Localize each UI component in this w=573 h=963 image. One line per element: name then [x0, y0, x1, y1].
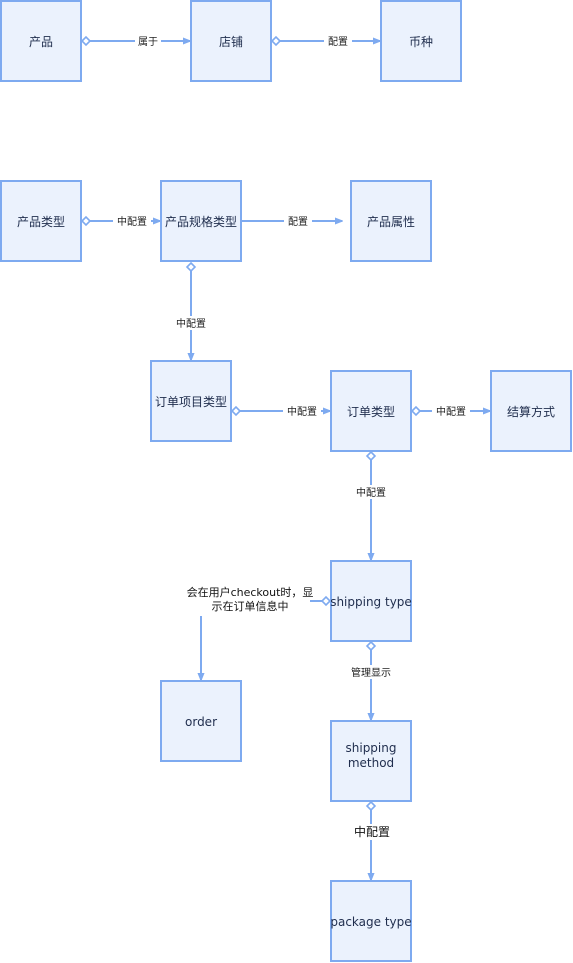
edge-product-shop: 属于 — [80, 34, 190, 48]
node-shop: 店铺 — [190, 0, 272, 82]
node-label: 订单项目类型 — [155, 395, 227, 409]
edge-shipping-order: 会在用户checkout时，显示在订单信息中 — [186, 586, 332, 680]
edge-label-item-order-type: 中配置 — [287, 405, 317, 418]
diamond-marker — [80, 35, 92, 47]
node-label: 产品类型 — [17, 215, 65, 229]
edge-spec-attribute: 配置 — [240, 214, 342, 228]
node-label: 产品属性 — [367, 215, 415, 229]
node-label: 结算方式 — [507, 404, 555, 419]
edge-order-item-order-type: 中配置 — [230, 404, 330, 418]
node-label: shipping method — [345, 741, 397, 770]
node-label: 产品 — [29, 35, 53, 49]
edge-label-method-package: 中配置 — [354, 824, 390, 839]
edge-label-product-shop: 属于 — [138, 36, 158, 48]
edge-product-type-spec: 中配置 — [80, 214, 160, 228]
node-product-attribute: 产品属性 — [350, 180, 432, 262]
edge-order-type-shipping: 中配置 — [352, 450, 390, 560]
node-order: order — [160, 680, 242, 762]
edge-label-order-settlement: 中配置 — [436, 405, 466, 418]
diamond-marker — [230, 405, 242, 417]
node-product-type: 产品类型 — [0, 180, 82, 262]
node-order-item-type: 订单项目类型 — [150, 360, 232, 442]
node-product-spec-type: 产品规格类型 — [160, 180, 242, 262]
diamond-marker — [365, 800, 377, 812]
edge-order-type-settlement: 中配置 — [410, 404, 490, 418]
edge-spec-order-item: 中配置 — [172, 261, 210, 360]
edge-label-spec-order-item: 中配置 — [176, 317, 206, 330]
node-product: 产品 — [0, 0, 82, 82]
edge-label-type-spec: 中配置 — [117, 215, 147, 228]
edge-label-shop-currency: 配置 — [328, 36, 348, 48]
node-order-type: 订单类型 — [330, 370, 412, 452]
edge-shop-currency: 配置 — [270, 34, 380, 48]
edge-method-package: 中配置 — [354, 800, 390, 880]
diamond-marker — [185, 261, 197, 273]
node-label: package type — [330, 915, 411, 929]
edge-label-shipping-method: 管理显示 — [351, 666, 391, 679]
node-label: shipping type — [330, 595, 412, 609]
diamond-marker — [365, 450, 377, 462]
edge-label-order-shipping: 中配置 — [356, 486, 386, 499]
node-label: order — [185, 715, 217, 729]
diamond-marker — [365, 640, 377, 652]
edge-label-shipping-order: 会在用户checkout时，显示在订单信息中 — [186, 586, 314, 613]
diamond-marker — [80, 215, 92, 227]
node-label: 产品规格类型 — [165, 214, 237, 229]
node-label: 币种 — [409, 35, 433, 49]
diamond-marker — [270, 35, 282, 47]
node-shipping-type: shipping type — [330, 560, 412, 642]
diamond-marker — [410, 405, 422, 417]
node-shipping-method: shipping method — [330, 720, 412, 802]
node-settlement-method: 结算方式 — [490, 370, 572, 452]
diamond-marker — [320, 595, 332, 607]
node-label: 订单类型 — [347, 405, 395, 419]
node-package-type: package type — [330, 880, 412, 962]
edge-shipping-method: 管理显示 — [346, 640, 396, 720]
edge-label-spec-attribute: 配置 — [288, 216, 308, 228]
node-label: 店铺 — [219, 35, 243, 49]
node-currency: 币种 — [380, 0, 462, 82]
